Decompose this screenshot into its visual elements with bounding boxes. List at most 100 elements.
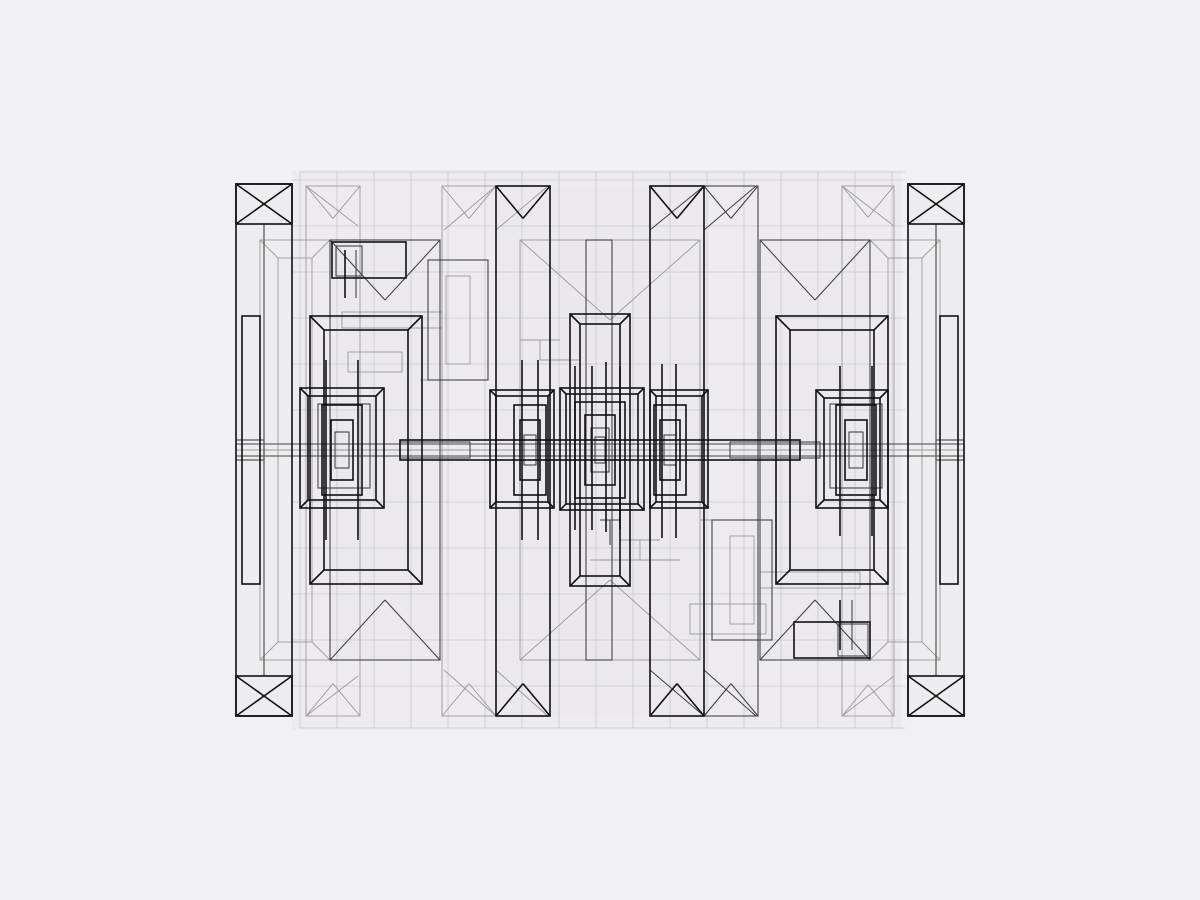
wire-line (305, 675, 359, 717)
wire-line (814, 599, 871, 661)
wire-line (309, 315, 325, 331)
wire-rect (330, 419, 354, 481)
wire-rect (829, 403, 883, 489)
wire-line (547, 389, 555, 397)
wire-line (547, 501, 555, 509)
wire-line (814, 239, 871, 301)
wire-line (676, 683, 705, 717)
wire-line (609, 579, 701, 661)
wire-rect (711, 519, 773, 641)
wire-line (569, 575, 581, 587)
wire-line (522, 683, 551, 717)
wire-line (879, 389, 889, 399)
wire-line (730, 185, 759, 219)
wire-line (332, 185, 361, 219)
wire-line (775, 569, 791, 585)
wire-rect (331, 241, 407, 279)
wire-line (907, 675, 965, 717)
wire-line (841, 684, 869, 717)
wire-rect (649, 389, 709, 509)
wire-rect (655, 395, 703, 503)
wire-line (649, 683, 678, 717)
wire-line (619, 575, 631, 587)
wire-rect (653, 404, 687, 496)
wire-line (703, 185, 732, 219)
wire-line (701, 501, 709, 509)
wire-line (873, 569, 889, 585)
wire-rect (559, 387, 645, 511)
wire-line (703, 185, 757, 231)
wire-line (259, 239, 279, 259)
wire-line (619, 313, 631, 325)
strong-lines (235, 183, 965, 717)
wire-rect (837, 623, 869, 657)
wire-rect (335, 245, 363, 277)
wire-line (495, 669, 549, 717)
wire-line (609, 239, 701, 321)
wire-line (873, 315, 889, 331)
wire-line (407, 315, 423, 331)
wire-line (329, 599, 386, 661)
wire-line (305, 185, 359, 227)
wire-line (649, 185, 705, 231)
wire-line (921, 641, 941, 661)
wire-line (649, 185, 678, 219)
wire-rect (305, 185, 361, 717)
wire-rect (241, 315, 261, 585)
wire-rect (848, 431, 864, 469)
wire-line (407, 569, 423, 585)
wire-line (495, 185, 549, 231)
wire-line (730, 683, 759, 717)
wire-line (384, 599, 441, 661)
wire-line (759, 599, 816, 661)
wire-line (329, 239, 386, 301)
wire-rect (907, 183, 965, 225)
wire-rect (844, 419, 868, 481)
wire-line (305, 185, 334, 219)
wire-rect (565, 393, 639, 505)
wire-line (569, 313, 581, 325)
wire-rect (789, 329, 875, 571)
wire-line (235, 183, 293, 225)
wire-rect (235, 183, 293, 225)
wire-rect (399, 439, 801, 461)
wire-line (759, 239, 816, 301)
wire-rect (823, 397, 881, 501)
wire-rect (321, 404, 363, 496)
wire-line (519, 579, 611, 661)
wire-rect (329, 239, 441, 661)
wire-line (443, 669, 497, 717)
wire-rect (341, 311, 443, 329)
wire-line (495, 683, 524, 717)
wire-line (649, 501, 657, 509)
wire-rect (427, 259, 489, 381)
wire-rect (235, 675, 293, 717)
wire-line (676, 185, 705, 219)
wire-line (559, 387, 567, 395)
wire-line (519, 239, 611, 321)
wire-rect (584, 414, 616, 486)
wire-rect (907, 675, 965, 717)
wire-line (311, 641, 331, 661)
wire-rect (347, 351, 403, 373)
wire-rect (513, 404, 547, 496)
wire-rect (793, 621, 871, 659)
wire-line (701, 389, 709, 397)
wire-line (867, 684, 895, 717)
wire-rect (309, 315, 423, 585)
wire-line (775, 315, 791, 331)
wire-line (309, 569, 325, 585)
wire-line (559, 503, 567, 511)
wire-line (841, 675, 895, 717)
wire-line (921, 239, 941, 259)
wire-rect (939, 315, 959, 585)
wire-rect (334, 431, 350, 469)
wire-rect (590, 427, 610, 473)
wire-line (637, 387, 645, 395)
wire-line (299, 499, 309, 509)
wire-line (375, 387, 385, 397)
wire-rect (445, 275, 471, 365)
wire-rect (569, 313, 631, 587)
wire-rect (835, 404, 877, 496)
wire-line (441, 683, 470, 717)
